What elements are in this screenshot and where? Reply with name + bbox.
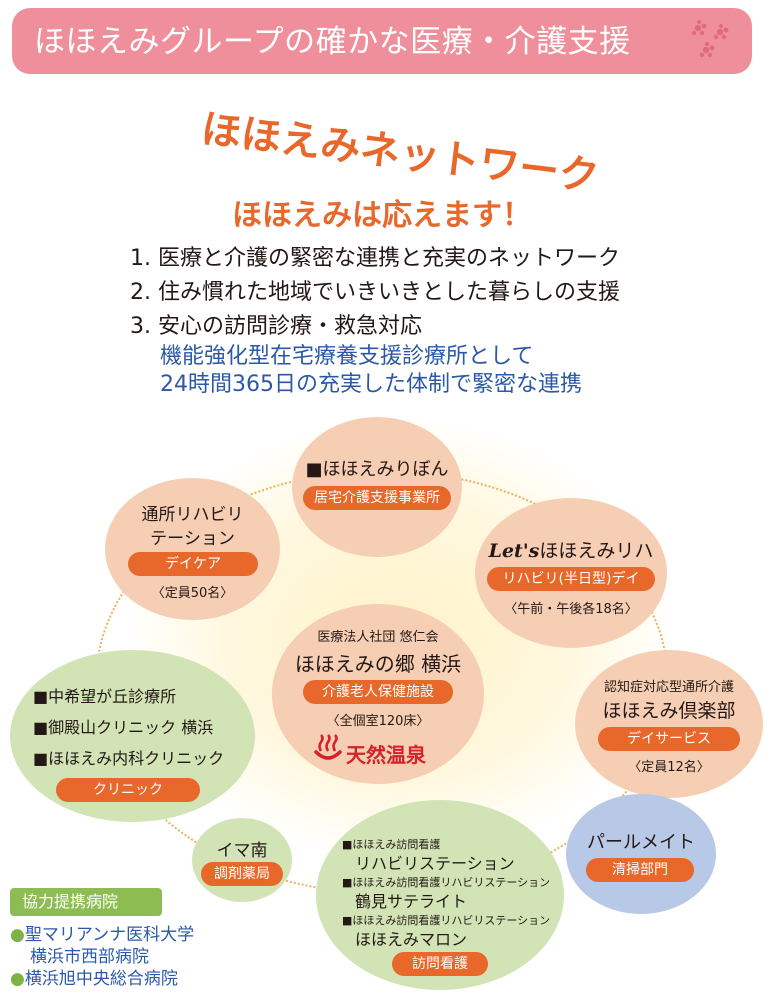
- center-org: 医療法人社団 悠仁会: [317, 630, 439, 645]
- point-text: 住み慣れた地域でいきいきとした暮らしの支援: [158, 280, 621, 305]
- ribon-name: ■ほほえみりぼん: [305, 459, 449, 480]
- club-note: 〈定員12名〉: [628, 760, 710, 775]
- hot-spring-icon: [314, 734, 342, 760]
- visiting-sub-2: ■ほほえみ訪問看護リハビリステーション: [342, 876, 551, 889]
- point-2: 2. 住み慣れた地域でいきいきとした暮らしの支援: [130, 274, 620, 306]
- pharmacy-name: イマ南: [216, 841, 268, 861]
- visiting-tag: 訪問看護: [392, 952, 488, 976]
- rehab-day-tag: デイケア: [128, 552, 258, 576]
- point-3-sub-1: 機能強化型在宅療養支援診療所として: [160, 344, 534, 369]
- point-text: 医療と介護の緊密な連携と充実のネットワーク: [158, 246, 621, 271]
- flower-icon: [691, 20, 729, 58]
- center-tag: 介護老人保健施設: [303, 680, 453, 704]
- partner-hospital-1-line2: 横浜市西部病院: [30, 947, 149, 967]
- point-text: 安心の訪問診療・救急対応: [158, 314, 423, 339]
- rehab-day-name-2: テーション: [150, 529, 235, 549]
- partner-hospital-1: ●聖マリアンナ医科大学: [10, 920, 194, 945]
- lets-name: ほほえみリハ: [539, 540, 654, 562]
- pharmacy-tag: 調剤薬局: [201, 862, 283, 886]
- ribon-tag: 居宅介護支援事業所: [303, 486, 451, 510]
- partner-hospital-2-line1: 横浜旭中央総合病院: [24, 969, 178, 989]
- visiting-name-2: 鶴見サテライト: [355, 892, 468, 911]
- onsen-label: 天然温泉: [346, 743, 426, 767]
- lets-title: Let'sほほえみリハ: [475, 536, 667, 563]
- pearl-name: パールメイト: [587, 832, 695, 853]
- partner-hospital-2: ●横浜旭中央総合病院: [10, 964, 178, 989]
- center-note: 〈全個室120床〉: [326, 714, 430, 729]
- visiting-name-3: ほほえみマロン: [355, 930, 468, 949]
- point-1: 1. 医療と介護の緊密な連携と充実のネットワーク: [130, 240, 620, 272]
- clinic-tag: クリニック: [56, 778, 200, 802]
- rehab-day-circle: [105, 478, 280, 620]
- clinic-item-1: ■中希望が丘診療所: [33, 687, 177, 706]
- club-circle: [575, 650, 763, 798]
- point-number: 3.: [130, 314, 151, 339]
- visiting-sub-1: ■ほほえみ訪問看護: [342, 838, 441, 851]
- clinic-item-3: ■ほほえみ内科クリニック: [33, 749, 225, 768]
- network-title: ほほえみネットワーク: [198, 106, 602, 201]
- lets-note: 〈午前・午後各18名〉: [504, 602, 638, 617]
- banner-title: ほほえみグループの確かな医療・介護支援: [34, 24, 631, 60]
- center-name: ほほえみの郷 横浜: [294, 652, 462, 676]
- club-name: ほほえみ倶楽部: [602, 700, 736, 722]
- lets-logo: Let's: [488, 540, 540, 562]
- pearl-circle: [566, 794, 716, 914]
- pharmacy-circle: [192, 818, 292, 902]
- partners-label: 協力提携病院: [10, 888, 162, 916]
- clinic-item-2: ■御殿山クリニック 横浜: [33, 718, 214, 737]
- club-type: 認知症対応型通所介護: [603, 680, 734, 695]
- rehab-day-name-1: 通所リハビリ: [141, 505, 244, 525]
- point-3-sub-2: 24時間365日の充実した体制で緊密な連携: [160, 372, 582, 397]
- visiting-sub-3: ■ほほえみ訪問看護リハビリステーション: [342, 914, 551, 927]
- partner-hospital-1-line1: 聖マリアンナ医科大学: [24, 925, 195, 945]
- lets-tag: リハビリ(半日型)デイ: [487, 567, 655, 591]
- rehab-day-note: 〈定員50名〉: [151, 586, 234, 601]
- pearl-tag: 清掃部門: [586, 858, 694, 882]
- visiting-name-1: リハビリステーション: [355, 854, 515, 873]
- point-number: 2.: [130, 280, 151, 305]
- point-number: 1.: [130, 246, 151, 271]
- headline: ほほえみは応えます！: [232, 198, 532, 233]
- point-3: 3. 安心の訪問診療・救急対応: [130, 308, 422, 340]
- header-banner: [12, 8, 752, 74]
- club-tag: デイサービス: [598, 727, 740, 751]
- bullet-icon: ●: [10, 969, 25, 989]
- bullet-icon: ●: [10, 925, 25, 945]
